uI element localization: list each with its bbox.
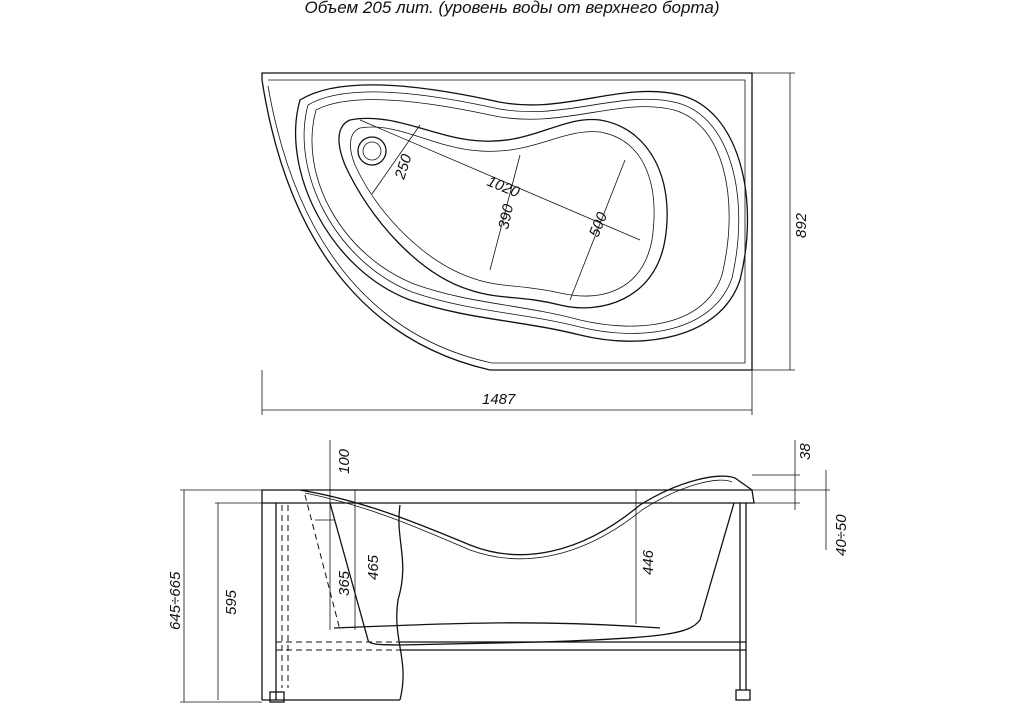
dim-headrest-rise: 38 [797, 443, 814, 460]
dim-total-height: 645÷665 [167, 571, 184, 630]
dim-middle-width: 390 [495, 202, 517, 231]
dim-foot-width: 500 [586, 209, 611, 239]
drawing-title: Объем 205 лит. (уровень воды от верхнего… [304, 0, 720, 17]
dim-depth-head: 365 [336, 570, 353, 596]
dim-depth: 892 [793, 212, 810, 238]
dim-rim-height: 40÷50 [833, 514, 850, 556]
top-view [261, 72, 795, 415]
dim-depth-foot: 446 [640, 549, 657, 575]
dim-frame-height: 595 [223, 589, 240, 615]
dim-head-width: 250 [391, 152, 415, 183]
dim-depth-mid: 465 [365, 554, 382, 580]
dim-length-inner: 1020 [485, 173, 523, 202]
dim-headrest-depth: 100 [336, 448, 353, 474]
dim-width: 1487 [482, 391, 516, 408]
side-view [180, 440, 830, 703]
